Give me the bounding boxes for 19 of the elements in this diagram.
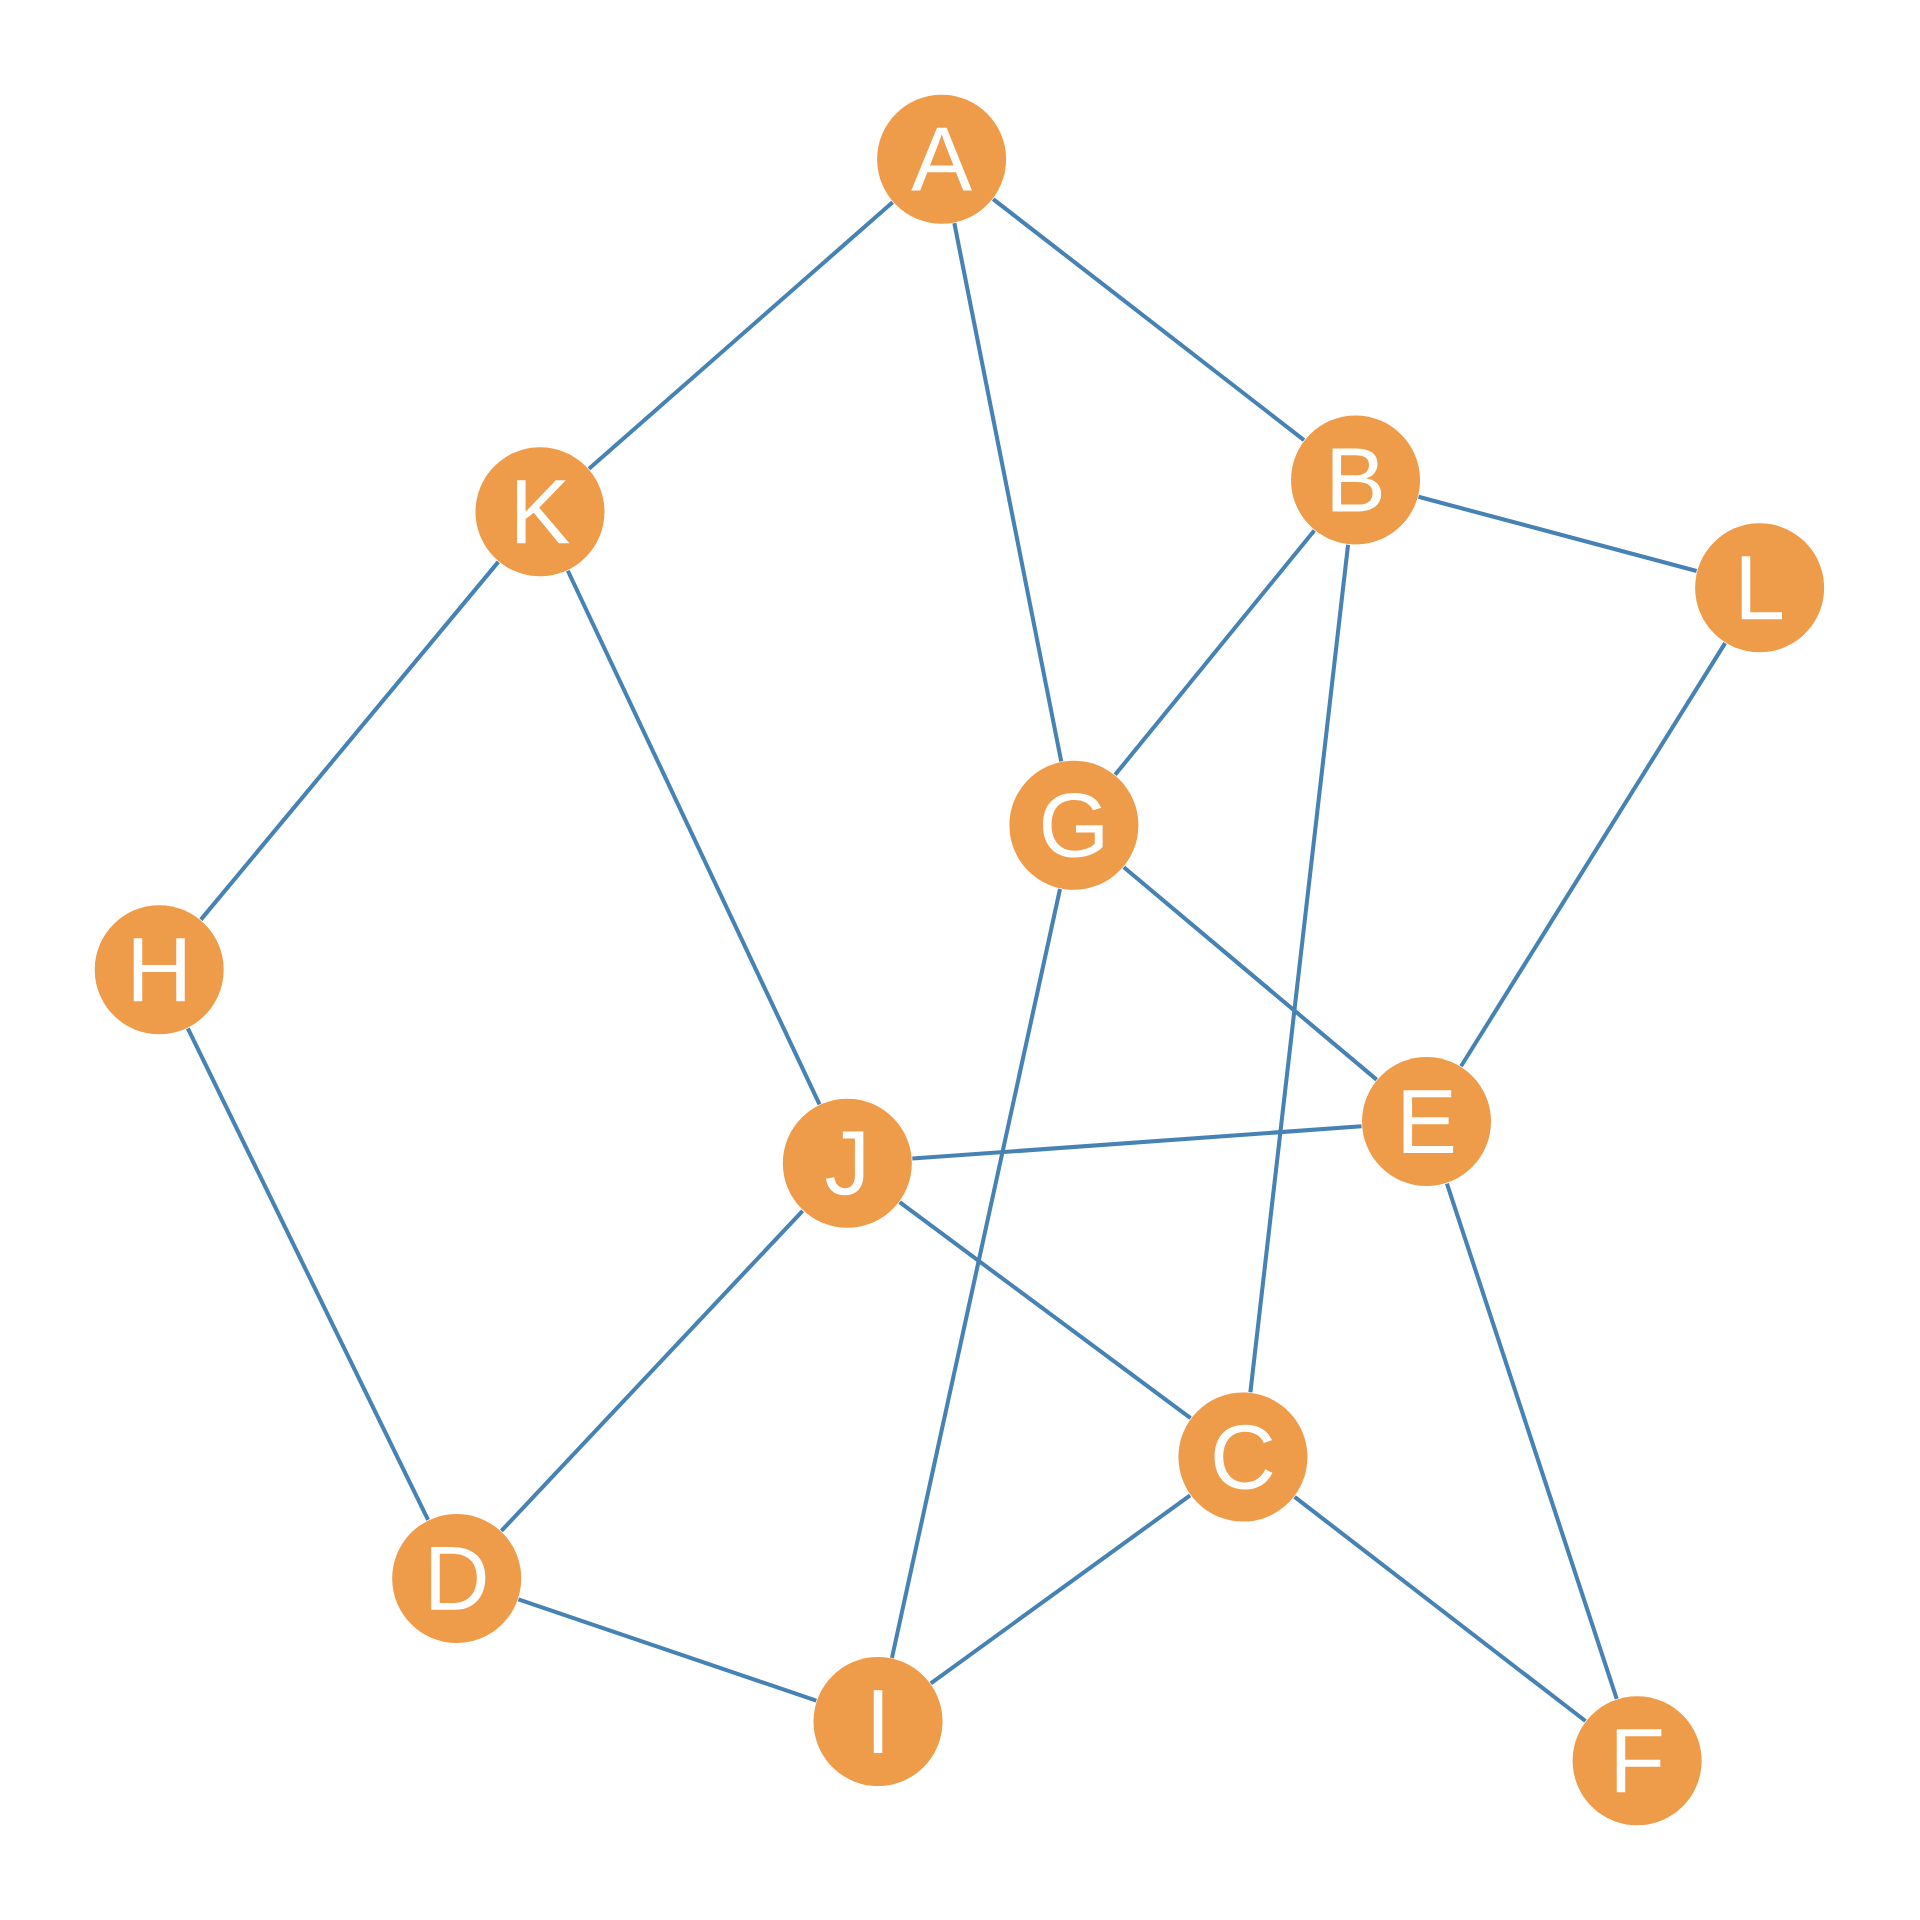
line (587, 200, 894, 471)
line (991, 197, 1306, 442)
line (186, 1027, 430, 1521)
line (199, 560, 500, 921)
line (1293, 1495, 1587, 1723)
line (1248, 544, 1351, 1393)
line (566, 569, 822, 1106)
line (1113, 529, 1316, 777)
line (1445, 1182, 1619, 1700)
line (1122, 865, 1378, 1082)
line (912, 1124, 1362, 1161)
line (952, 222, 1064, 762)
line (929, 1493, 1192, 1685)
line (889, 888, 1062, 1659)
line (898, 1200, 1192, 1420)
line (517, 1597, 817, 1703)
line (1459, 642, 1727, 1068)
line (499, 1209, 805, 1533)
line (1418, 494, 1698, 573)
